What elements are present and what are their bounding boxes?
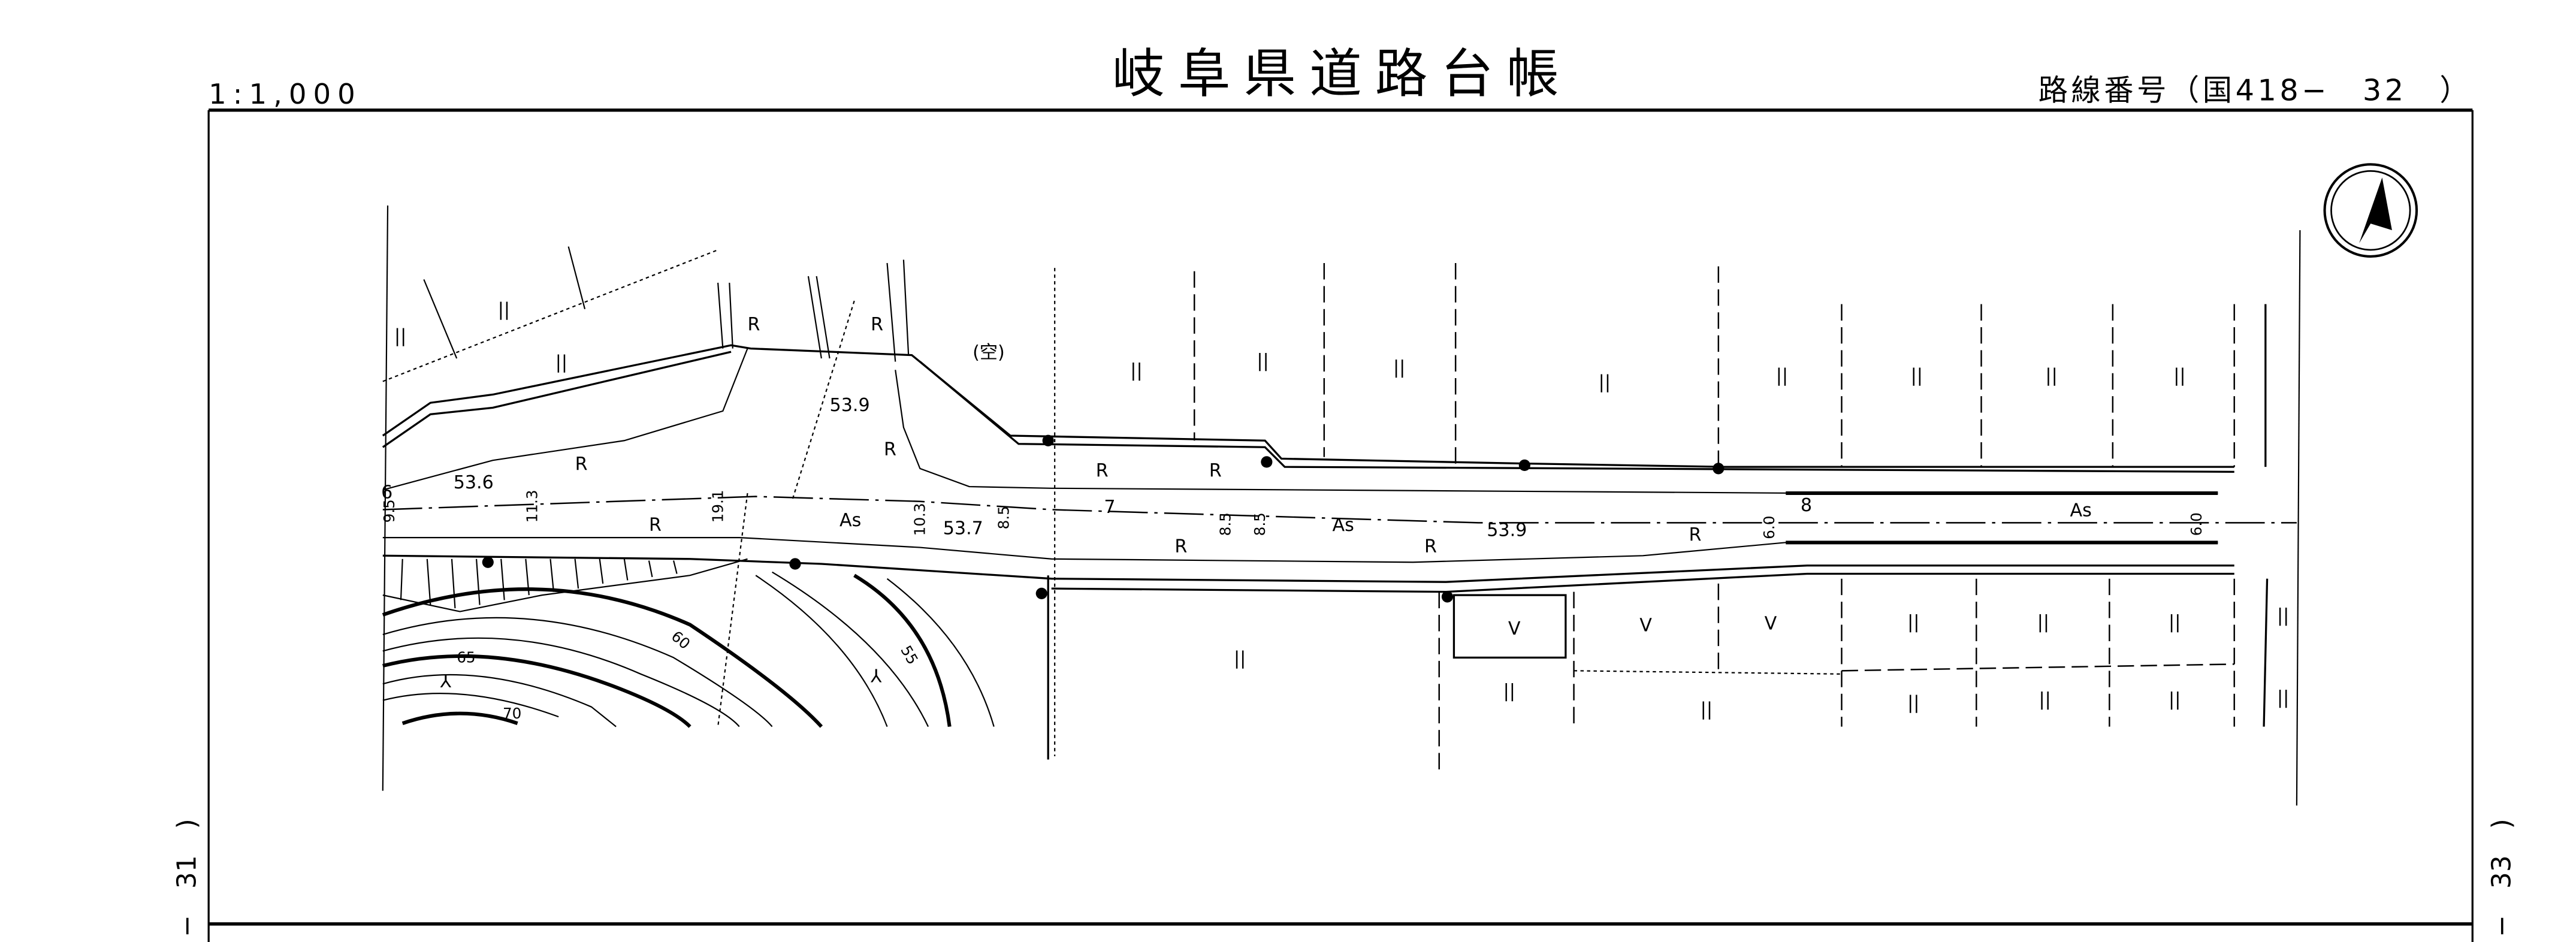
map-label: 6.0 xyxy=(1760,516,1778,539)
map-label: 8 xyxy=(1801,495,1812,516)
scale-label: 1:1,000 xyxy=(209,78,362,110)
map-label: 53.7 xyxy=(943,518,983,539)
map-label: || xyxy=(1503,681,1515,702)
map-label: || xyxy=(1599,372,1611,393)
map-label: 7 xyxy=(1104,497,1115,518)
map-label: 19.1 xyxy=(709,490,726,523)
map-label: 8.5 xyxy=(995,506,1012,529)
prev-sheet-ref: − 31 ) xyxy=(171,819,202,937)
map-label: || xyxy=(1776,365,1788,386)
map-label: || xyxy=(2169,689,2181,710)
map-label: V xyxy=(1765,614,1777,635)
map-label: 6.0 xyxy=(2188,512,2205,536)
map-label: ⅄ xyxy=(440,671,452,692)
map-label: || xyxy=(2173,365,2185,386)
map-label: || xyxy=(498,300,510,321)
map-label: As xyxy=(839,510,861,531)
route-number: 路線番号（国418− 32 ） xyxy=(2039,73,2473,107)
map-label: || xyxy=(394,326,406,347)
map-label: || xyxy=(2045,365,2057,386)
map-label: R xyxy=(1209,461,1222,482)
map-label: || xyxy=(1701,699,1713,720)
next-sheet-ref: − 33 ) xyxy=(2486,819,2517,937)
road-plan-drawing xyxy=(382,205,2301,806)
map-label: 8.5 xyxy=(1251,512,1269,536)
map-label: 60 xyxy=(668,627,694,653)
map-label: || xyxy=(1257,351,1269,372)
map-label: 8.5 xyxy=(1217,512,1234,536)
map-label: R xyxy=(1096,461,1109,482)
map-labels: R R R R R R R R R R As As As (空) 53.6 53… xyxy=(380,300,2289,722)
sheet-title: 岐阜県道路台帳 xyxy=(1112,44,1572,105)
map-label: R xyxy=(747,314,760,335)
map-label: R xyxy=(1424,536,1437,557)
map-label: As xyxy=(2070,500,2092,521)
map-label: || xyxy=(2037,612,2049,633)
map-label: || xyxy=(1130,360,1142,381)
map-label: || xyxy=(2169,612,2181,633)
map-label: || xyxy=(1234,648,1246,669)
contour-lines xyxy=(382,571,995,728)
map-label: 10.3 xyxy=(911,503,929,536)
map-label: || xyxy=(1907,692,1919,713)
map-label: V xyxy=(1639,615,1652,636)
drawing-frame xyxy=(207,108,2474,942)
map-label: 53.9 xyxy=(1487,520,1527,541)
map-label: R xyxy=(649,515,662,536)
map-label: || xyxy=(555,352,567,373)
map-label: R xyxy=(884,439,896,460)
map-label: || xyxy=(2277,687,2289,708)
map-label: || xyxy=(2039,689,2050,710)
map-label: R xyxy=(1174,536,1187,557)
map-label: 53.9 xyxy=(830,395,870,416)
map-label: (空) xyxy=(973,342,1005,363)
map-label: As xyxy=(1333,515,1354,536)
map-label: V xyxy=(1508,618,1521,639)
map-label: R xyxy=(575,454,588,475)
map-label: 6 xyxy=(381,482,392,503)
north-arrow-icon xyxy=(2323,163,2418,258)
map-label: || xyxy=(1393,357,1405,378)
map-label: 9.5 xyxy=(380,499,398,523)
map-label: 11.3 xyxy=(524,490,541,523)
map-label: R xyxy=(871,314,883,335)
map-label: ⅄ xyxy=(871,666,882,687)
map-label: 55 xyxy=(897,642,922,668)
map-label: 53.6 xyxy=(454,472,494,493)
map-label: || xyxy=(1907,612,1919,633)
map-label: || xyxy=(1911,365,1923,386)
map-label: 65 xyxy=(457,649,475,666)
map-label: R xyxy=(1689,525,1701,546)
map-label: || xyxy=(2277,605,2289,626)
map-label: 70 xyxy=(503,705,521,722)
